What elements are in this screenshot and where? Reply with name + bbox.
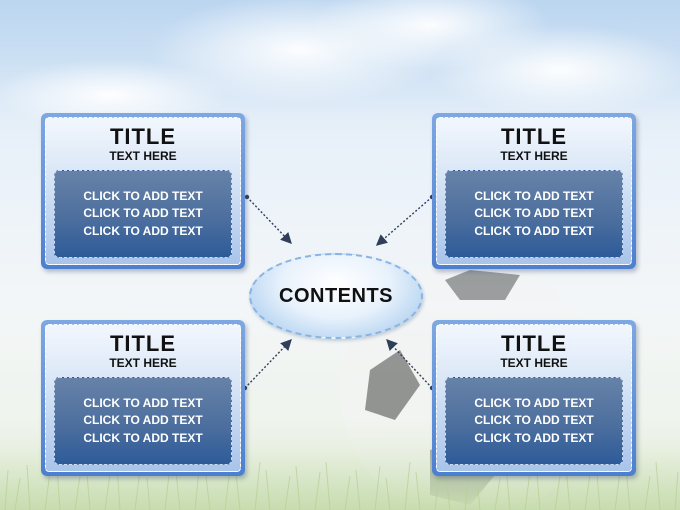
- clouds: [0, 0, 680, 130]
- arrow-top-left: [246, 196, 292, 245]
- title-box-top-left: TITLE TEXT HERE CLICK TO ADD TEXT CLICK …: [41, 113, 245, 269]
- title-box-bottom-left: TITLE TEXT HERE CLICK TO ADD TEXT CLICK …: [41, 320, 245, 476]
- grass-blades: [4, 459, 679, 510]
- box-text-line: CLICK TO ADD TEXT: [83, 395, 203, 410]
- box-subtitle[interactable]: TEXT HERE: [109, 356, 177, 370]
- box-subtitle[interactable]: TEXT HERE: [500, 149, 568, 163]
- box-text-line: CLICK TO ADD TEXT: [474, 188, 594, 203]
- box-text-panel[interactable]: CLICK TO ADD TEXT CLICK TO ADD TEXT CLIC…: [54, 170, 232, 258]
- contents-ellipse[interactable]: CONTENTS: [249, 253, 423, 339]
- box-text-line: CLICK TO ADD TEXT: [474, 413, 594, 428]
- box-subtitle[interactable]: TEXT HERE: [500, 356, 568, 370]
- box-text-panel[interactable]: CLICK TO ADD TEXT CLICK TO ADD TEXT CLIC…: [54, 377, 232, 465]
- box-title[interactable]: TITLE: [500, 331, 568, 356]
- arrow-bottom-right: [386, 338, 433, 389]
- box-text-line: CLICK TO ADD TEXT: [474, 206, 594, 221]
- title-box-top-right: TITLE TEXT HERE CLICK TO ADD TEXT CLICK …: [432, 113, 636, 269]
- box-title[interactable]: TITLE: [109, 331, 177, 356]
- title-box-frame: TITLE TEXT HERE CLICK TO ADD TEXT CLICK …: [45, 324, 241, 472]
- arrow-top-right: [375, 196, 433, 246]
- box-title[interactable]: TITLE: [500, 124, 568, 149]
- arrow-bottom-left: [244, 338, 292, 389]
- box-text-line: CLICK TO ADD TEXT: [474, 223, 594, 238]
- title-box-frame: TITLE TEXT HERE CLICK TO ADD TEXT CLICK …: [436, 117, 632, 265]
- box-text-line: CLICK TO ADD TEXT: [474, 430, 594, 445]
- box-text-panel[interactable]: CLICK TO ADD TEXT CLICK TO ADD TEXT CLIC…: [445, 377, 623, 465]
- box-text-line: CLICK TO ADD TEXT: [83, 413, 203, 428]
- box-text-line: CLICK TO ADD TEXT: [474, 395, 594, 410]
- contents-label: CONTENTS: [279, 284, 393, 307]
- box-text-line: CLICK TO ADD TEXT: [83, 206, 203, 221]
- box-text-line: CLICK TO ADD TEXT: [83, 223, 203, 238]
- title-box-frame: TITLE TEXT HERE CLICK TO ADD TEXT CLICK …: [45, 117, 241, 265]
- box-subtitle[interactable]: TEXT HERE: [109, 149, 177, 163]
- title-box-bottom-right: TITLE TEXT HERE CLICK TO ADD TEXT CLICK …: [432, 320, 636, 476]
- title-box-frame: TITLE TEXT HERE CLICK TO ADD TEXT CLICK …: [436, 324, 632, 472]
- arrow-dot-top-left: [244, 194, 250, 200]
- box-title[interactable]: TITLE: [109, 124, 177, 149]
- box-text-panel[interactable]: CLICK TO ADD TEXT CLICK TO ADD TEXT CLIC…: [445, 170, 623, 258]
- box-text-line: CLICK TO ADD TEXT: [83, 430, 203, 445]
- box-text-line: CLICK TO ADD TEXT: [83, 188, 203, 203]
